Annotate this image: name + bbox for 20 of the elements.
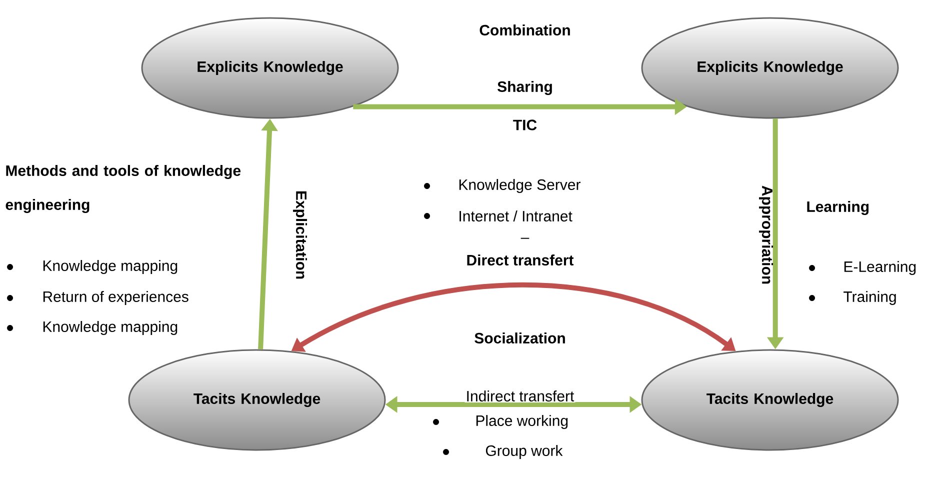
list-item: Group work — [486, 445, 563, 459]
list-item: E-Learning — [844, 261, 916, 275]
list-item: Place working — [476, 415, 568, 429]
list-item: Knowledge Server — [459, 179, 580, 193]
list-item: Training — [844, 291, 896, 305]
heading-text: Combination — [480, 24, 570, 36]
heading-text: Sharing — [498, 80, 552, 96]
edge-label: Explicitation — [293, 191, 307, 279]
text-label: – — [520, 238, 530, 239]
edge-label: Indirect transfert — [464, 389, 576, 402]
edge-label: Appropriation — [759, 186, 773, 284]
edge-label: Direct transfert — [465, 253, 575, 266]
list-item: Knowledge mapping — [43, 260, 178, 274]
list-item: Knowledge mapping — [43, 321, 178, 335]
list-item: Return of experiences — [43, 291, 188, 305]
heading-text: Socialization — [474, 332, 565, 344]
heading-text: Learning — [807, 200, 869, 216]
heading-text: TIC — [513, 120, 537, 130]
list-item: Internet / Intranet — [460, 210, 572, 222]
heading-text: Methods and tools of knowledge engineering — [6, 164, 241, 214]
